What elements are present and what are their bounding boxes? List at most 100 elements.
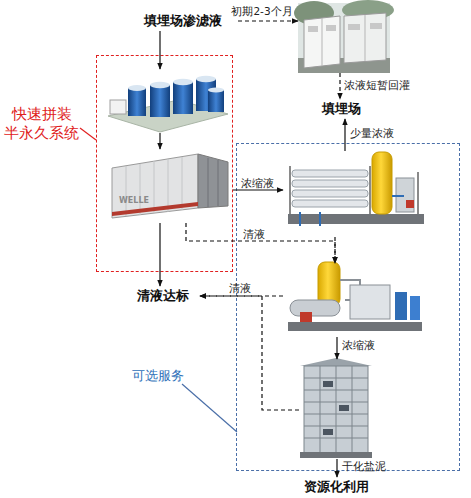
flow-arrow [159, 223, 160, 286]
container-unit-box: WELLE [107, 149, 233, 223]
mvr-evaporator-unit-part [318, 262, 340, 306]
drying-tower-unit-part [323, 429, 333, 435]
ro-membrane-unit-part [372, 152, 392, 214]
tank-farm-render-part [208, 87, 224, 92]
portable-unit-photo-part [365, 15, 366, 61]
drying-tower-unit-part [300, 358, 372, 366]
ro-membrane-unit-part [289, 166, 291, 214]
group-heading: 快速拼装 半永久系统 [0, 105, 84, 144]
tank-farm-render-part [150, 82, 170, 88]
portable-unit-photo-part [308, 26, 318, 32]
tank-farm-render [108, 76, 228, 132]
tank-farm-render-part [128, 88, 146, 116]
edge-label: 干化盐泥 [342, 460, 386, 472]
ro-membrane-unit-part [406, 200, 414, 208]
mvr-evaporator-unit [288, 262, 422, 331]
mvr-evaporator-unit-part [290, 300, 340, 316]
edge-label: 浓缩液 [342, 339, 375, 351]
flow-arrow [233, 189, 283, 190]
group-heading: 可选服务 [126, 368, 190, 385]
edge-label: 浓液短暂回灌 [344, 79, 410, 91]
tank-farm-render-part [150, 85, 170, 117]
edge-label: 浓缩液 [241, 177, 274, 189]
optional-service-group: 可选服务 [236, 143, 460, 471]
dashed-flow-arrow [200, 296, 299, 410]
source-label: 填埋场渗滤液 [128, 11, 238, 31]
mvr-evaporator-unit-part [340, 280, 360, 300]
tank-farm-render-part [173, 79, 193, 85]
flow-arrow [336, 337, 337, 359]
container-unit-render-part [126, 166, 127, 216]
mvr-evaporator-unit-part [410, 296, 420, 320]
landfill-label: 填埋场 [310, 99, 372, 119]
dashed-flow-arrow [238, 20, 298, 21]
mvr-evaporator-unit-part [395, 292, 407, 320]
drying-tower-unit-part [320, 366, 321, 454]
leader-lines [80, 128, 237, 432]
edge-label: 少量浓液 [350, 127, 394, 139]
edge-label: 清液 [229, 282, 251, 294]
tank-farm-render-part [196, 76, 216, 82]
dashed-flow-arrow [186, 223, 335, 263]
mvr-evaporator-unit-part [300, 312, 312, 322]
flow-arrow [344, 119, 345, 151]
container-unit-render-part [140, 164, 141, 215]
drying-tower-unit-part [339, 405, 349, 411]
discharge-label: 清液达标 [126, 286, 200, 306]
flow-arrow [159, 133, 160, 149]
node-text: 清液达标 [126, 286, 200, 306]
portable-unit-photo-part [326, 25, 336, 31]
dashed-flow-arrow [334, 237, 335, 263]
portable-unit-photo-part [344, 13, 386, 63]
node-text: 资源化利用 [290, 477, 382, 497]
ro-membrane-unit-part [288, 214, 424, 224]
drying-tower-unit-part [300, 452, 372, 458]
ro-membrane-unit-part [417, 172, 419, 214]
edge-label: 清液 [243, 228, 265, 240]
mvr-evaporator-unit-part [288, 322, 422, 331]
portable-unit-photo [294, 0, 394, 73]
drying-tower-unit-part [304, 366, 368, 454]
tank-farm-render-part [208, 90, 224, 112]
ro-unit-box [283, 151, 429, 237]
leader-lines-part [182, 384, 237, 432]
container-unit-render-part [112, 154, 198, 218]
flow-arrow [336, 459, 337, 477]
ro-membrane-unit [288, 152, 424, 226]
ro-membrane-unit-part [292, 190, 368, 197]
mvr-unit-box [283, 263, 429, 337]
reuse-label: 资源化利用 [290, 477, 382, 497]
flow-arrow [159, 31, 160, 69]
dashed-flow-arrow [339, 73, 340, 99]
drying-tower-unit-part [323, 381, 333, 387]
tank-farm-render-part [173, 82, 193, 114]
container-unit-render-part [218, 160, 219, 206]
node-text: 填埋场渗滤液 [128, 11, 238, 31]
ro-membrane-unit-part [369, 166, 371, 214]
container-unit-render-part [208, 158, 209, 207]
dashed-flow-arrow [200, 295, 283, 296]
drying-tower-unit [300, 358, 372, 458]
drying-tower-unit-part [336, 366, 337, 454]
tank-farm-box [107, 69, 229, 133]
ro-membrane-unit-part [300, 196, 404, 226]
container-unit-render-part [168, 159, 169, 212]
tank-farm-render-part [110, 100, 126, 114]
node-text: 填埋场 [310, 99, 372, 119]
leader-lines-part [80, 128, 96, 140]
ro-membrane-unit-part [292, 200, 368, 207]
edge-label: 初期2-3个月 [231, 5, 292, 17]
portable-unit-photo-part [348, 24, 360, 30]
container-unit-render-part [154, 161, 155, 213]
container-unit-render-part [182, 157, 183, 210]
container-unit-render [112, 154, 228, 218]
quick-assembly-group: 快速拼装 半永久系统WELLE [96, 55, 233, 272]
ro-membrane-unit-part [292, 170, 368, 177]
drying-tower-unit-part [352, 366, 353, 454]
ro-membrane-unit-part [292, 180, 368, 187]
portable-unit-photo-part [370, 23, 382, 29]
mvr-evaporator-unit-part [350, 285, 390, 319]
